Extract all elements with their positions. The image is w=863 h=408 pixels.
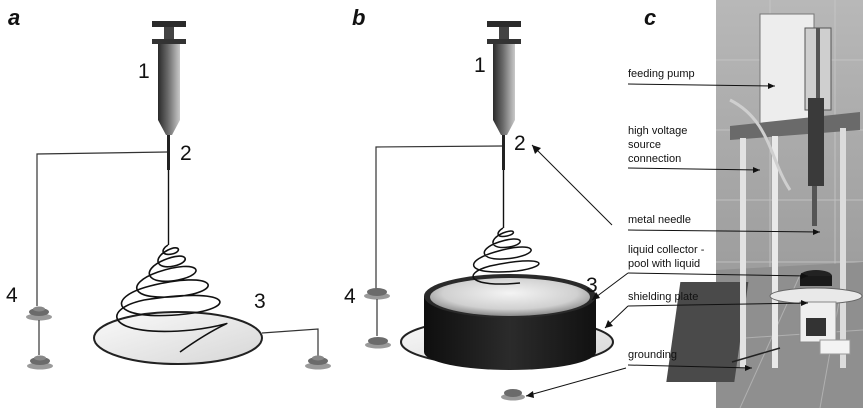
label-b-1: 1 <box>474 54 486 77</box>
ann-hv-line2: source <box>628 139 661 151</box>
label-b-3: 3 <box>586 274 598 297</box>
electrode-a-lower <box>27 355 53 370</box>
label-b-2: 2 <box>514 132 526 155</box>
ann-grounding: grounding <box>628 349 677 361</box>
liquid-pool-b <box>424 274 596 370</box>
spiral-jet-b <box>472 227 540 285</box>
ann-feeding-pump: feeding pump <box>628 68 695 80</box>
panel-letter-b: b <box>352 5 365 30</box>
electrode-b-lower <box>365 337 391 349</box>
ground-wire-a <box>261 328 319 357</box>
photo-floor-mat <box>666 282 749 382</box>
hv-wire-a <box>36 151 168 306</box>
label-a-3: 3 <box>254 290 266 313</box>
syringe-b <box>487 21 521 228</box>
ann-shielding-plate: shielding plate <box>628 291 698 303</box>
panel-letter-a: a <box>8 5 20 30</box>
label-b-4: 4 <box>344 285 356 308</box>
electrode-b-bottom <box>501 389 525 401</box>
label-a-2: 2 <box>180 142 192 165</box>
electrode-a-upper <box>26 306 52 321</box>
ann-hv-line1: high voltage <box>628 125 687 137</box>
collector-plate-a <box>93 311 263 365</box>
ann-liquid-line2: pool with liquid <box>628 258 700 270</box>
ann-liquid-line1: liquid collector - <box>628 244 705 256</box>
panel-a: a <box>6 5 331 370</box>
label-a-4: 4 <box>6 284 18 307</box>
panel-c-photo: c <box>644 0 863 408</box>
label-a-1: 1 <box>138 60 150 83</box>
panel-b: b 1 2 3 4 <box>344 5 614 401</box>
electrode-a-right <box>305 355 331 370</box>
electrode-b-upper <box>364 288 390 300</box>
ann-hv-line3: connection <box>628 153 681 165</box>
syringe-a <box>152 21 186 245</box>
hv-wire-b <box>375 145 503 290</box>
spiral-jet-a <box>116 244 228 353</box>
ann-metal-needle: metal needle <box>628 214 691 226</box>
panel-letter-c: c <box>644 5 656 30</box>
annotations: feeding pump high voltage source connect… <box>525 68 821 398</box>
